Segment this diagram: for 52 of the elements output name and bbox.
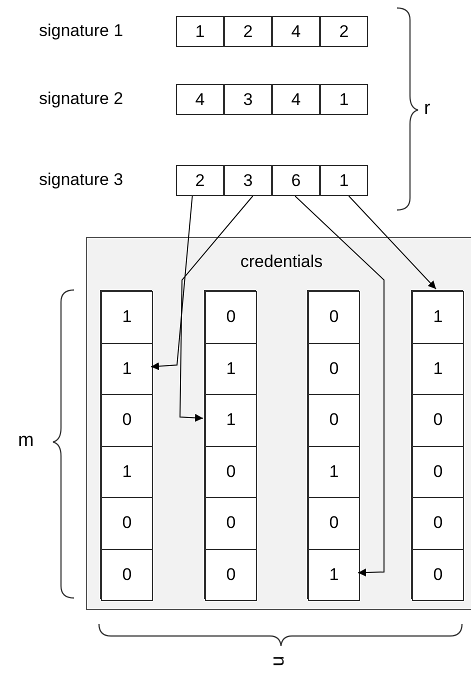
table-cell: 1	[205, 342, 257, 395]
table-cell: 1	[320, 84, 368, 115]
table-cell: 3	[224, 165, 272, 196]
row-label: signature 2	[39, 89, 124, 109]
column-box	[411, 290, 463, 599]
table-cell: 1	[412, 291, 464, 344]
table-cell: 1	[176, 16, 224, 47]
table-cell: 0	[205, 291, 257, 344]
table-cell: 0	[308, 497, 360, 550]
table-cell: 1	[101, 446, 153, 498]
table-cell: 0	[412, 394, 464, 446]
table-cell: 1	[308, 446, 360, 498]
table-cell: 0	[101, 548, 153, 601]
table-cell: 6	[272, 165, 320, 196]
table-cell: 0	[205, 497, 257, 550]
panel-title: credentials	[239, 252, 324, 272]
table-cell: 1	[101, 291, 153, 344]
arrow	[348, 196, 436, 290]
table-cell: 4	[176, 84, 224, 115]
column-box	[204, 290, 256, 599]
table-cell: 0	[101, 394, 153, 446]
dimension-label: n	[267, 656, 290, 666]
table-cell: 0	[308, 342, 360, 395]
table-cell: 0	[308, 394, 360, 446]
table-cell: 0	[205, 548, 257, 601]
table-cell: 0	[412, 497, 464, 550]
arrow	[294, 196, 384, 577]
table-cell: 0	[412, 446, 464, 498]
column-box	[100, 290, 152, 599]
arrow	[180, 196, 254, 422]
table-cell: 2	[320, 16, 368, 47]
table-cell: 1	[205, 394, 257, 446]
dimension-label: m	[18, 430, 34, 452]
table-cell: 0	[412, 548, 464, 601]
column-box	[307, 290, 359, 599]
table-cell: 4	[272, 16, 320, 47]
table-cell: 1	[101, 342, 153, 395]
table-cell: 1	[412, 342, 464, 395]
dimension-label: r	[424, 98, 430, 120]
row-label: signature 1	[39, 21, 124, 41]
table-cell: 0	[101, 497, 153, 550]
table-cell: 2	[224, 16, 272, 47]
row-label: signature 3	[39, 170, 124, 190]
table-cell: 1	[320, 165, 368, 196]
table-cell: 1	[308, 548, 360, 601]
arrow	[150, 196, 193, 370]
table-cell: 4	[272, 84, 320, 115]
table-cell: 0	[205, 446, 257, 498]
table-cell: 0	[308, 291, 360, 344]
credentials-panel	[86, 237, 471, 610]
table-cell: 3	[224, 84, 272, 115]
table-cell: 2	[176, 165, 224, 196]
